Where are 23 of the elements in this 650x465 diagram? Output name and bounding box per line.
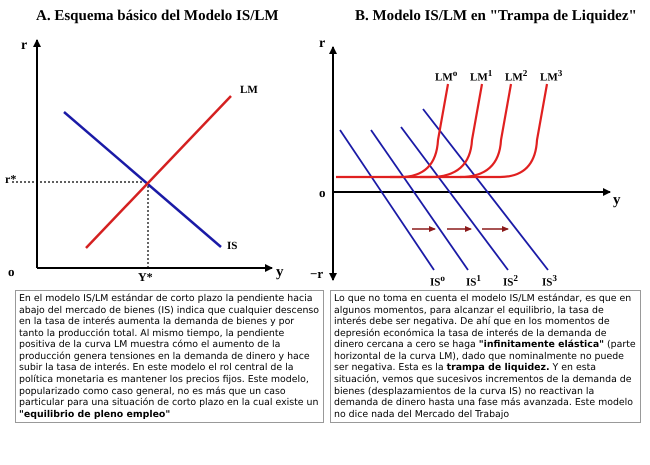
curve-label: LM$^{2}$ [505,68,528,84]
axis-label: Y* [138,270,153,285]
axis-label: r [319,36,326,52]
curve-label: LM$^{o}$ [435,68,458,84]
curve-label: IS$^{o}$ [430,273,445,289]
panel-title: B. Modelo IS/LM en "Trampa de Liquidez" [355,8,637,25]
curve-label: LM$^{3}$ [540,68,562,84]
curve-label: IS$^{2}$ [503,273,518,289]
axis-label: y [613,192,620,209]
axis-label: o [319,185,326,201]
curve-label: LM [240,84,258,96]
axis-label: y [276,264,284,281]
curve-label: IS$^{3}$ [542,273,557,289]
curve-label: IS [227,240,238,252]
axis-label: o [8,264,14,280]
axis-label: −r [310,266,324,282]
panel-title: A. Esquema básico del Modelo IS/LM [36,8,279,25]
axis-label: r* [5,172,16,187]
text-box: En el modelo IS/LM estándar de corto plazo la pendiente hacia abajo del mercado de bienes (IS) indica que cualquier descenso en la tasa de interés aumenta la demanda de bienes y por tanto la producción total. Al mismo tiempo, la pendiente positiva de la curva LM muestra cómo el aumento de la producción genera tensiones en la demanda de dinero y hace subir la tasa de interés. En este modelo el rol central de la política monetaria es mantener los precios fijos. Este modelo, popularizado como caso general, no es más que un caso particular para una situación de corto plazo en la cual existe un "equilibrio de pleno empleo" [15,290,324,424]
curve-label: LM$^{1}$ [470,68,492,84]
text-box: Lo que no toma en cuenta el modelo IS/LM estándar, es que en algunos momentos, para alcanzar el equilibrio, la tasa de interés debe ser negativa. De ahí que en los momentos de depresión económica la tasa de interés de la demanda de dinero cercana a cero se haga "infinitamente elástica" (parte horizontal de la curva LM), dado que nominalmente no puede ser negativa. Esta es la trampa de liquidez. Y en esta situación, vemos que sucesivos incrementos de la demanda de bienes (desplazamientos de la curva IS) no reactivan la demanda de dinero hasta una fase más avanzada. Este modelo no dice nada del Mercado del Trabajo [330,290,641,424]
curve-label: IS$^{1}$ [466,273,481,289]
axis-label: r [21,38,28,54]
